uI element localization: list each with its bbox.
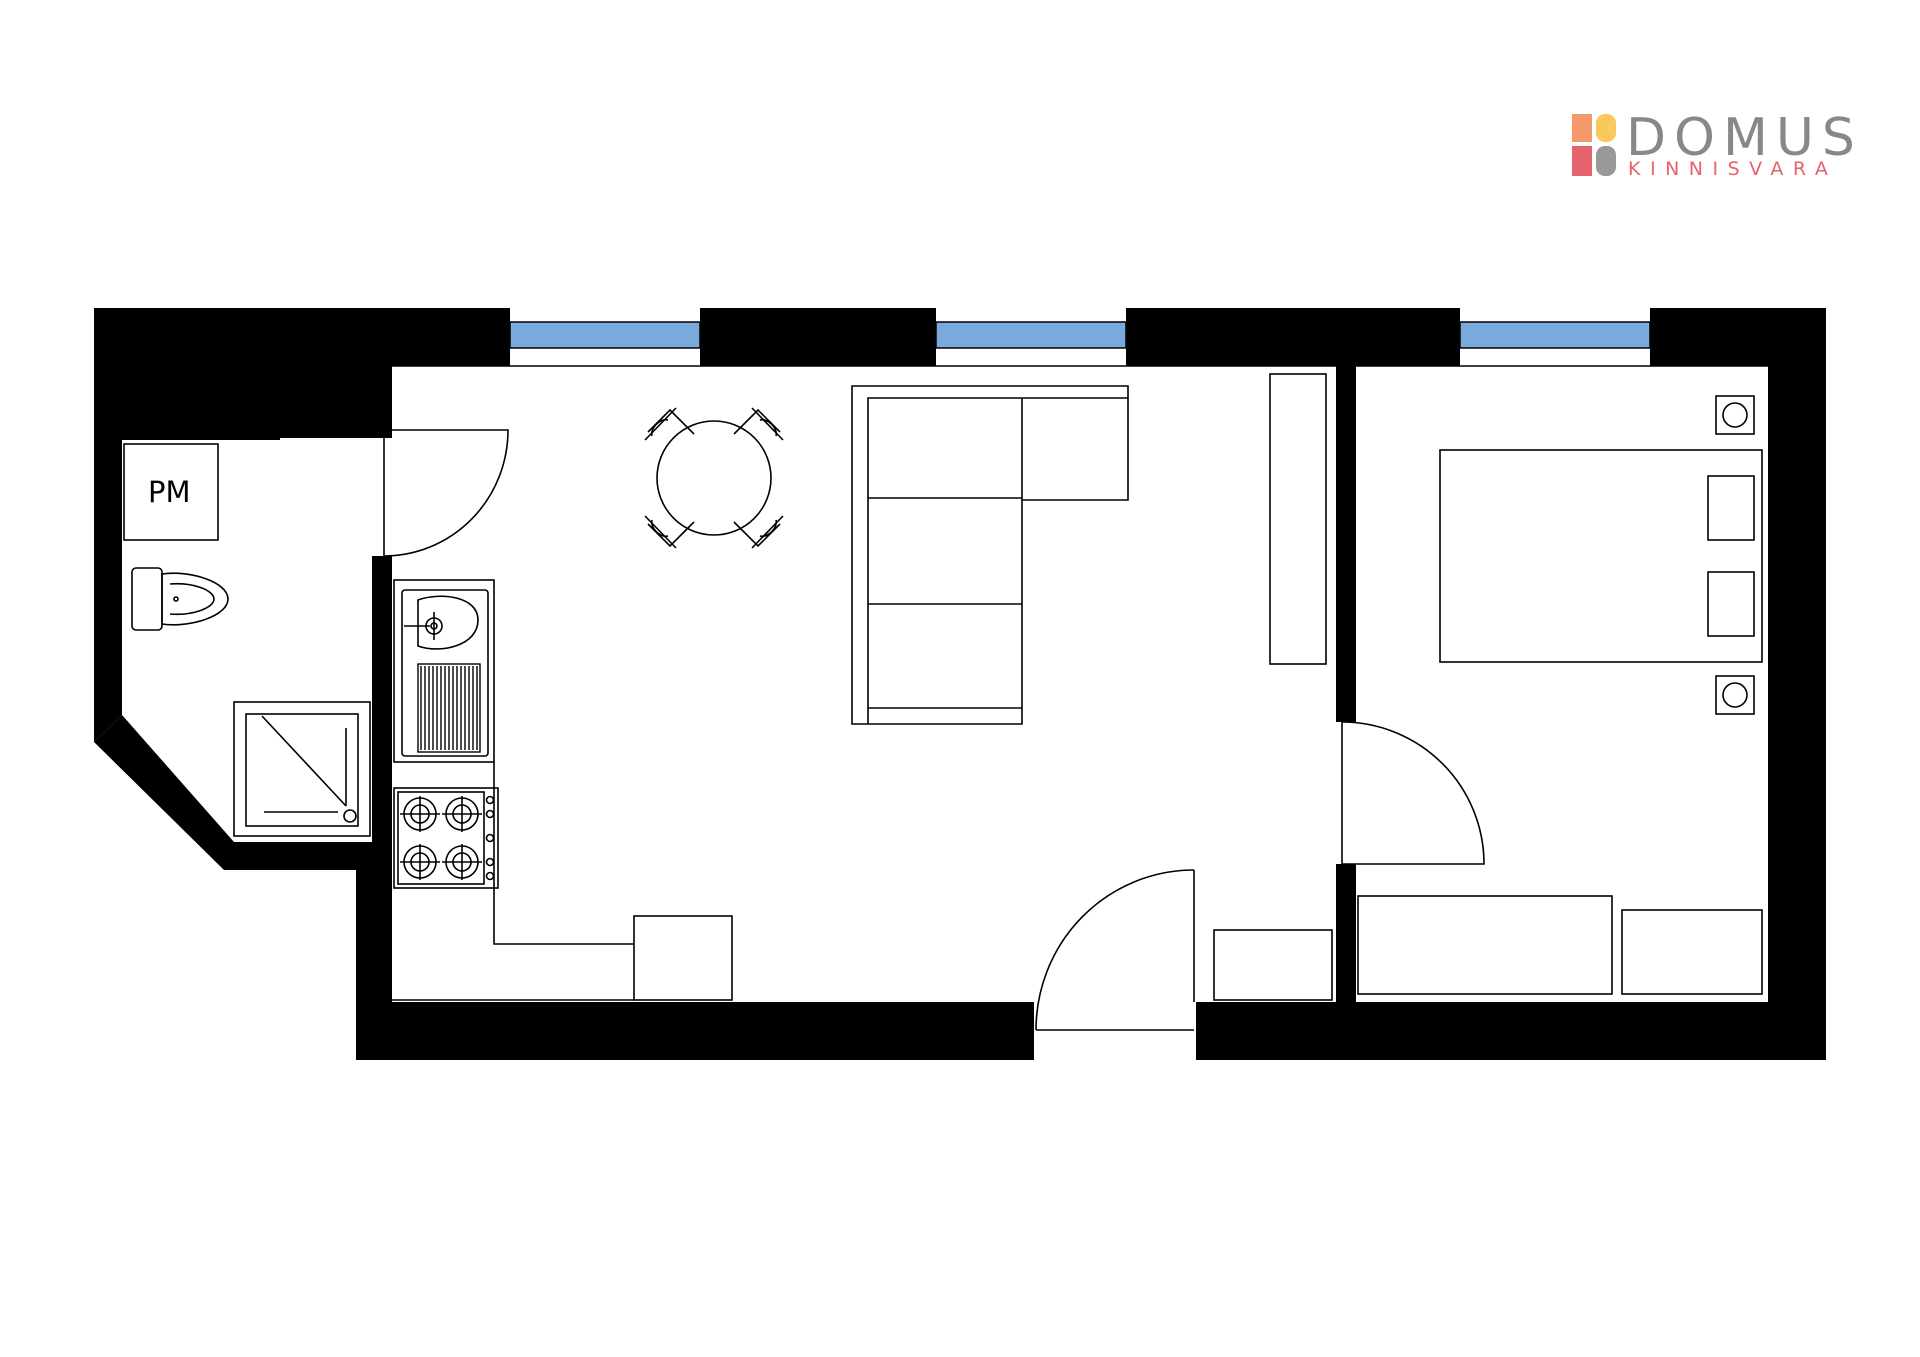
kitchen-counter (493, 762, 634, 945)
living-room-cabinet (1269, 373, 1327, 665)
window-1 (509, 321, 701, 349)
bedroom-dresser-left (1357, 895, 1613, 995)
nightstand-bottom-icon (1715, 675, 1755, 715)
toilet-icon (131, 567, 229, 631)
window-3 (1459, 321, 1651, 349)
wall-bathroom-diagonal (94, 715, 372, 870)
logo-tile-orange (1572, 114, 1592, 142)
window-2 (935, 321, 1127, 349)
bathroom-sink-icon (279, 365, 371, 427)
windows (509, 321, 1651, 349)
entrance-cabinet (1213, 929, 1333, 1001)
shower-icon (233, 701, 371, 837)
nightstand-top-icon (1715, 395, 1755, 435)
walls (94, 308, 1826, 1060)
dining-table-icon (644, 407, 784, 549)
wall-bathroom-right-upper (372, 366, 392, 430)
logo-tile-red (1572, 146, 1592, 176)
wall-bottom-right (1196, 1002, 1826, 1060)
logo-tile-gray (1596, 146, 1616, 176)
wall-right (1768, 308, 1826, 1060)
wall-top-segment-3 (1126, 308, 1460, 366)
dish-drainer-icon (417, 663, 481, 753)
wall-bedroom-partition-upper (1336, 366, 1356, 722)
chair-bottom-left (644, 515, 695, 549)
technical-room-box (123, 443, 219, 541)
bedroom-door-icon (1341, 721, 1485, 865)
wall-bottom-left (356, 1002, 1034, 1060)
bed-icon (1439, 449, 1763, 663)
kitchen-sink-icon (393, 579, 495, 763)
kitchen-cabinet (633, 915, 733, 1001)
bathroom-door-icon (383, 429, 509, 557)
chair-top-left (644, 407, 695, 441)
logo-tile-yellow (1596, 114, 1616, 142)
brand-logo: DOMUS KINNISVARA (1572, 110, 1872, 190)
domus-logo-mark-icon (1572, 114, 1616, 176)
wall-top-left (94, 308, 510, 742)
bedroom-dresser-right (1621, 909, 1763, 995)
stove-icon (393, 787, 499, 889)
corner-sofa-icon (851, 385, 1129, 725)
chair-bottom-right (733, 515, 784, 549)
chair-top-right (733, 407, 784, 441)
wall-bedroom-partition-lower (1336, 864, 1356, 1004)
wall-top-segment-2 (700, 308, 936, 366)
entrance-door-icon (1035, 869, 1195, 1031)
technical-room-label: PM (148, 475, 191, 509)
brand-name: DOMUS (1626, 108, 1863, 168)
brand-tagline: KINNISVARA (1628, 158, 1838, 180)
